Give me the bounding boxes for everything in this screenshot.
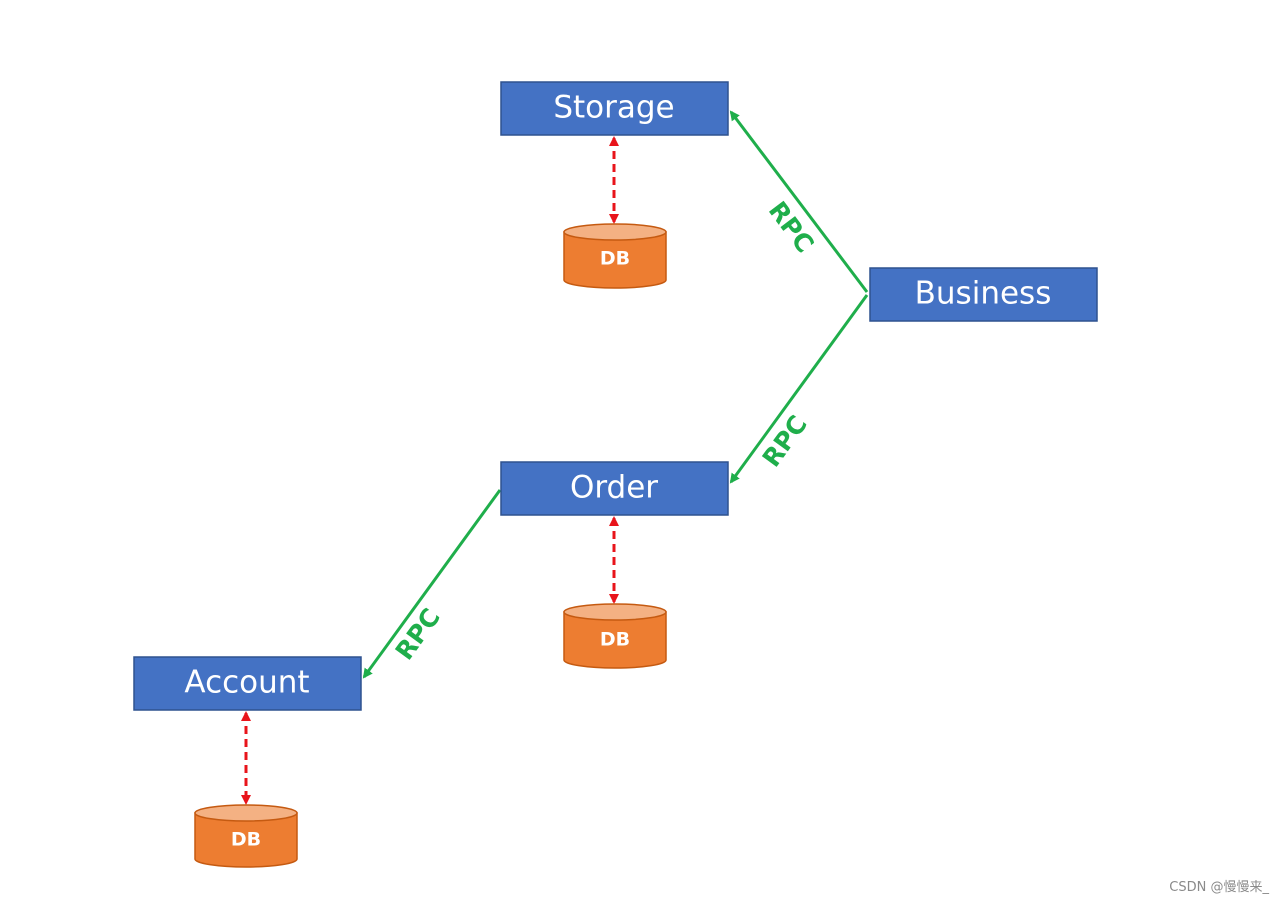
db-order-label: DB: [600, 629, 630, 651]
node-business[interactable]: Business: [869, 267, 1098, 322]
db-account[interactable]: DB: [194, 804, 298, 868]
node-order-box: [500, 461, 729, 516]
watermark: CSDN @慢慢来_: [1169, 880, 1269, 895]
rpc-label-order-account: RPC: [390, 603, 446, 665]
rpc-arrow-business-storage: [729, 110, 869, 293]
db-storage-body: [563, 231, 667, 289]
node-storage-label: Storage: [553, 90, 674, 126]
rpc-label-business-order: RPC: [757, 410, 813, 472]
db-account-label: DB: [231, 829, 261, 851]
db-order-top: [563, 603, 667, 621]
db-storage-label: DB: [600, 248, 630, 270]
node-business-box: [869, 267, 1098, 322]
rpc-edge-business-order: RPC: [729, 294, 869, 484]
node-account-label: Account: [184, 665, 309, 701]
node-business-label: Business: [915, 276, 1052, 312]
db-order[interactable]: DB: [563, 603, 667, 669]
rpc-label-business-storage: RPC: [763, 196, 820, 258]
node-order[interactable]: Order: [500, 461, 729, 516]
node-storage[interactable]: Storage: [500, 81, 729, 136]
db-account-body: [194, 812, 298, 868]
node-account[interactable]: Account: [133, 656, 362, 711]
db-storage[interactable]: DB: [563, 223, 667, 289]
db-account-top: [194, 804, 298, 822]
node-storage-box: [500, 81, 729, 136]
node-order-label: Order: [570, 470, 658, 506]
rpc-arrow-order-account: [362, 489, 502, 679]
db-order-body: [563, 611, 667, 669]
rpc-edge-business-storage: RPC: [729, 110, 869, 293]
rpc-edge-order-account: RPC: [362, 489, 502, 679]
db-storage-top: [563, 223, 667, 241]
node-account-box: [133, 656, 362, 711]
rpc-arrow-business-order: [729, 294, 869, 484]
